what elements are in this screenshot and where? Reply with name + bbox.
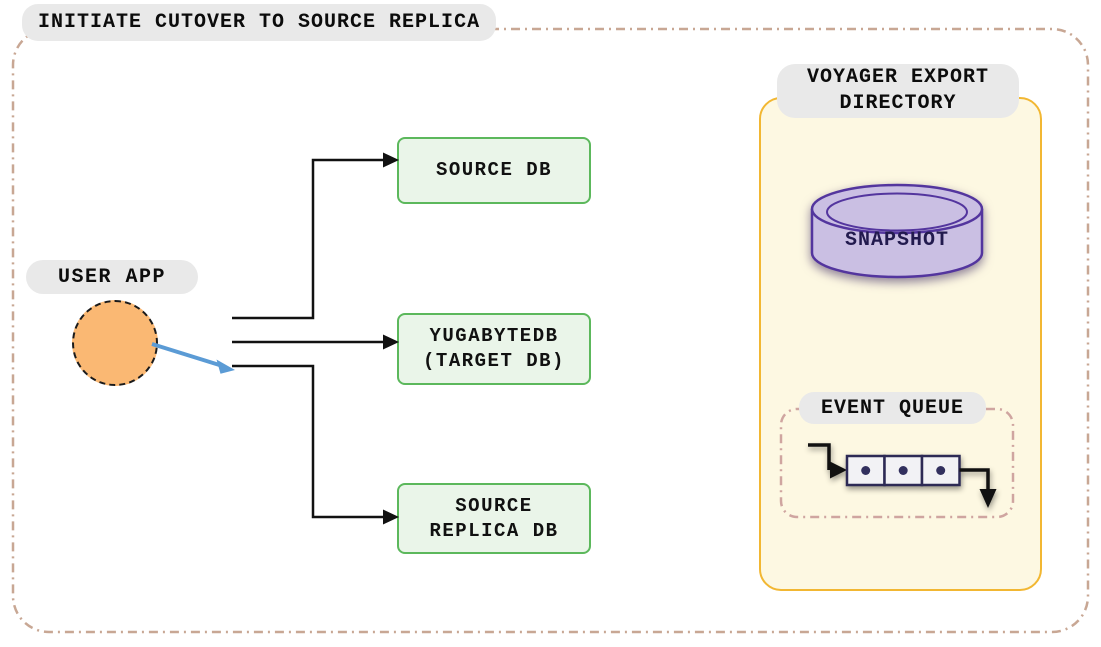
target-db-node: YUGABYTEDB (TARGET DB): [397, 313, 591, 385]
source-db-label: SOURCE DB: [435, 159, 553, 181]
target-db-label-line2: (TARGET DB): [423, 350, 565, 372]
diagram-title: INITIATE CUTOVER TO SOURCE REPLICA: [22, 4, 497, 41]
voyager-export-directory-label: VOYAGER EXPORT DIRECTORY: [777, 64, 1019, 118]
target-db-label-line1: YUGABYTEDB: [429, 325, 559, 347]
cutover-arrow-shaft: [151, 342, 222, 368]
snapshot-label: SNAPSHOT: [844, 229, 949, 252]
source-replica-db-node: SOURCE REPLICA DB: [397, 483, 591, 554]
voyager-label-line2: DIRECTORY: [839, 92, 957, 115]
connector-replica-db-arrow: [232, 364, 383, 519]
source-replica-db-label-line2: REPLICA DB: [429, 519, 559, 542]
connector-arrows: [232, 158, 383, 519]
voyager-export-directory-panel: [759, 97, 1042, 591]
user-app-label: USER APP: [26, 260, 199, 294]
cutover-arrowhead-icon: [216, 359, 235, 374]
cutover-arrow: [151, 342, 235, 374]
event-queue-label: EVENT QUEUE: [799, 392, 987, 424]
connector-source-db-arrow: [232, 158, 383, 320]
person-circle-icon: [72, 300, 158, 386]
voyager-label-line1: VOYAGER EXPORT: [806, 66, 990, 89]
source-db-node: SOURCE DB: [397, 137, 591, 204]
source-replica-db-label-line1: SOURCE: [455, 494, 533, 517]
